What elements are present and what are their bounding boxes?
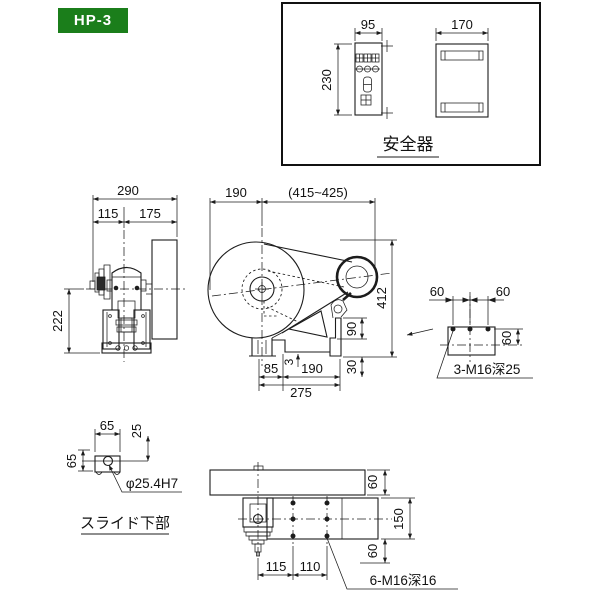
base-plate xyxy=(101,342,152,354)
slide-ext-lines xyxy=(78,429,121,472)
dim-60-bottom: 60 xyxy=(365,544,380,558)
machine-foot xyxy=(249,338,276,357)
slot-top xyxy=(440,50,484,61)
dim-190-bottom: 190 xyxy=(301,361,323,376)
dim-175: 175 xyxy=(139,206,161,221)
safety-unit-side-outline xyxy=(435,43,489,118)
dim-60-left: 60 xyxy=(430,284,444,299)
dim-275: 275 xyxy=(290,385,312,400)
dim-60-right: 60 xyxy=(496,284,510,299)
switch-icon xyxy=(363,76,372,93)
dim-65-left: 65 xyxy=(64,454,79,468)
clutch-pulley xyxy=(89,264,111,300)
dim-190-top: 190 xyxy=(225,185,247,200)
dim-60-vert: 60 xyxy=(499,331,514,345)
note-hole-dia: φ25.4H7 xyxy=(126,476,178,491)
dim-170: 170 xyxy=(451,17,473,32)
leader-6m16 xyxy=(326,537,458,590)
leader-hole xyxy=(108,464,182,493)
dim-115: 115 xyxy=(98,206,119,221)
slide-bottom-title: スライド下部 xyxy=(80,515,170,532)
dim-30: 30 xyxy=(344,360,359,374)
flywheel-edge xyxy=(151,239,178,340)
note-6m16: 6-M16深16 xyxy=(370,573,437,588)
dim-290: 290 xyxy=(117,183,139,198)
dim-150: 150 xyxy=(391,508,406,530)
dim-415-425: (415~425) xyxy=(288,185,348,200)
crown-housing xyxy=(111,266,142,310)
mount-cross-icon xyxy=(381,40,393,119)
bed-plate-outline xyxy=(266,497,379,540)
dim-110: 110 xyxy=(300,559,321,574)
die-clamp xyxy=(330,292,352,319)
gear-housing xyxy=(207,241,305,339)
dim-arrowheads xyxy=(445,297,496,303)
safety-unit-frame xyxy=(281,2,541,166)
slot-bottom xyxy=(440,102,484,113)
dim-60-top: 60 xyxy=(365,475,380,489)
dim-65-top: 65 xyxy=(100,418,114,433)
screw-row-icon xyxy=(355,65,380,73)
slide-end-outline xyxy=(94,455,121,473)
note-3m16: 3-M16深25 xyxy=(454,362,521,377)
model-badge: HP-3 xyxy=(58,8,128,33)
terminal-row-icon xyxy=(355,53,380,63)
slide-bottom-detail: 65 25 65 φ25.4H7 スライド下部 xyxy=(64,418,182,535)
side-bolt-pattern: 60 60 60 3-M16深25 xyxy=(429,284,533,379)
safety-unit-view: 95 170 230 安全器 xyxy=(281,2,541,166)
dim-3: 3 xyxy=(282,358,296,365)
dim-95: 95 xyxy=(361,17,375,32)
dim-222: 222 xyxy=(50,310,65,332)
side-view: 190 (415~425) 412 90 30 3 85 190 275 xyxy=(207,185,434,400)
safety-dim-lines xyxy=(334,28,489,116)
bed-bolt-holes xyxy=(290,500,330,539)
crankshaft-hub xyxy=(241,268,283,310)
bottom-view: 60 150 60 115 110 6-M16深16 xyxy=(209,462,458,590)
dim-412: 412 xyxy=(374,287,389,309)
safety-unit-title: 安全器 xyxy=(383,135,434,154)
base-bracket-profile xyxy=(272,317,342,357)
dim-115: 115 xyxy=(266,559,287,574)
motor-pulley xyxy=(335,255,379,299)
bolster-outline xyxy=(209,469,366,496)
safety-unit-front-outline xyxy=(354,42,383,116)
feed-direction-arrow xyxy=(406,328,434,336)
front-view: 290 115 175 222 xyxy=(50,183,186,362)
dim-25: 25 xyxy=(129,424,144,438)
leader-3m16 xyxy=(436,330,533,379)
selector-icon xyxy=(360,94,372,106)
dim-85: 85 xyxy=(264,361,278,376)
dim-230: 230 xyxy=(319,69,334,91)
slide-clamp-assembly xyxy=(242,497,274,557)
pitman-arm xyxy=(287,310,328,338)
dim-90: 90 xyxy=(344,322,359,336)
